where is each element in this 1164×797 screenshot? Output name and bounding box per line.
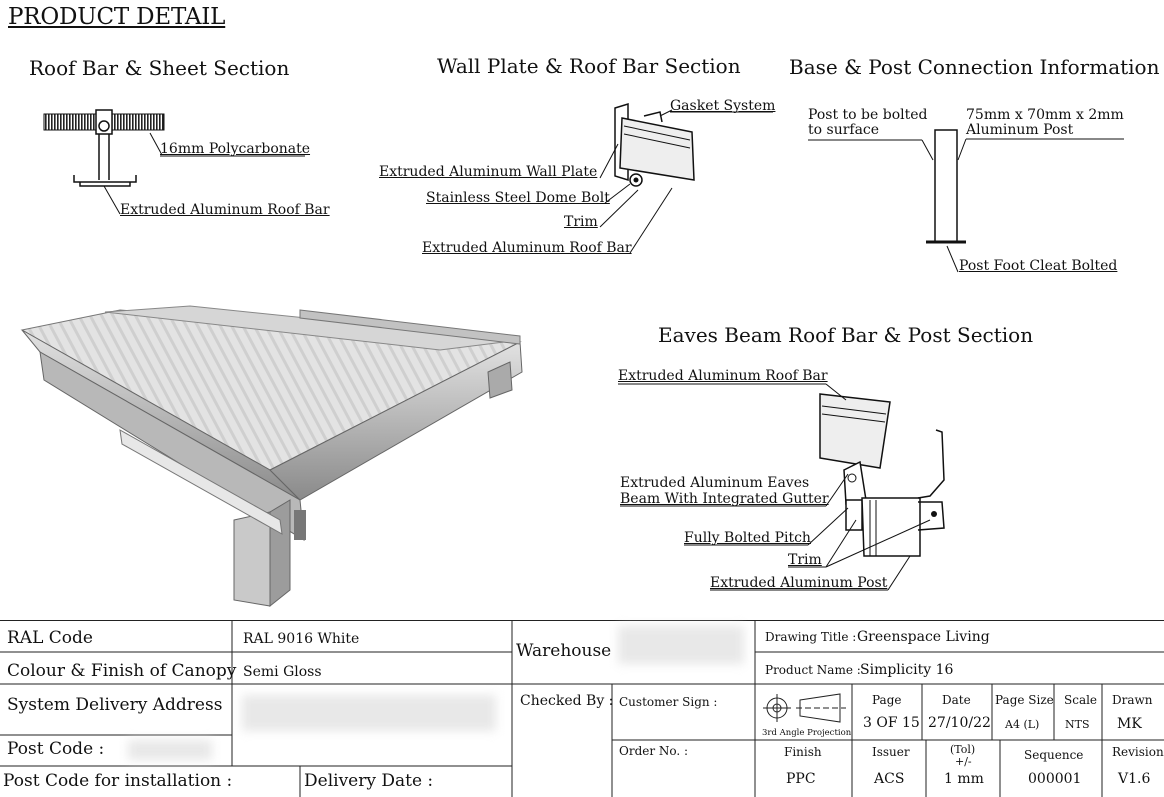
label-to-surface: to surface (808, 122, 880, 138)
label-eaves-trim: Trim (788, 552, 822, 568)
tol-value: 1 mm (944, 771, 984, 787)
title-block-grid (0, 620, 1164, 797)
label-wall-plate: Extruded Aluminum Wall Plate (379, 164, 598, 180)
product-name-value: Simplicity 16 (860, 662, 954, 678)
page-title: PRODUCT DETAIL (8, 4, 226, 30)
revision-value: V1.6 (1118, 771, 1151, 787)
label-eaves-post: Extruded Aluminum Post (710, 575, 888, 591)
warehouse-redacted (618, 626, 744, 664)
date-label: Date (942, 693, 971, 707)
label-roof-bar: Extruded Aluminum Roof Bar (120, 202, 330, 218)
drawing-title-value: Greenspace Living (857, 629, 990, 645)
label-polycarbonate: 16mm Polycarbonate (160, 141, 311, 157)
scale-value: NTS (1065, 718, 1090, 731)
roof-bar-sheet-drawing (43, 109, 305, 215)
wall-plate-heading: Wall Plate & Roof Bar Section (437, 54, 741, 78)
tol-plus-minus-label: +/- (955, 755, 972, 768)
title-block: RAL Code RAL 9016 White Colour & Finish … (0, 620, 1164, 797)
delivery-date-label: Delivery Date : (304, 771, 434, 791)
base-post-drawing (808, 129, 1124, 273)
technical-drawings (20, 102, 1124, 608)
page-size-label: Page Size (995, 693, 1054, 707)
issuer-label: Issuer (872, 745, 910, 759)
postcode-install-label: Post Code for installation : (3, 771, 233, 791)
tol-label: (Tol) (950, 743, 976, 756)
base-post-heading: Base & Post Connection Information (789, 55, 1160, 79)
finish-label: Finish (784, 745, 822, 759)
date-value: 27/10/22 (928, 715, 991, 731)
label-post-bolted: Post to be bolted (808, 107, 928, 123)
sequence-value: 000001 (1028, 771, 1082, 787)
label-dome-bolt: Stainless Steel Dome Bolt (426, 190, 610, 206)
issuer-value: ACS (874, 771, 905, 787)
colour-value: Semi Gloss (243, 664, 322, 680)
drawn-value: MK (1117, 716, 1142, 732)
page-size-value: A4 (L) (1005, 718, 1040, 731)
order-no-label: Order No. : (619, 744, 689, 758)
page-value: 3 OF 15 (863, 715, 920, 731)
address-redacted (242, 695, 496, 731)
label-aluminum-post: Aluminum Post (966, 122, 1074, 138)
drawn-label: Drawn (1112, 693, 1153, 707)
warehouse-label: Warehouse (516, 641, 612, 661)
sequence-label: Sequence (1024, 748, 1084, 762)
drawing-title-label: Drawing Title : (765, 630, 857, 644)
finish-value: PPC (786, 771, 816, 787)
postcode-label: Post Code : (7, 739, 105, 759)
revision-label: Revision (1112, 745, 1164, 759)
eaves-drawing (618, 383, 945, 591)
label-eaves-beam-1: Extruded Aluminum Eaves (620, 475, 810, 491)
label-post-size: 75mm x 70mm x 2mm (966, 107, 1124, 123)
page-label: Page (872, 693, 902, 707)
label-gasket-system: Gasket System (670, 98, 776, 114)
scale-label: Scale (1064, 693, 1098, 707)
postcode-redacted (128, 740, 212, 760)
product-name-label: Product Name : (765, 663, 861, 677)
label-eaves-roof-bar: Extruded Aluminum Roof Bar (618, 368, 828, 384)
colour-label: Colour & Finish of Canopy (7, 661, 237, 681)
label-trim: Trim (564, 214, 598, 230)
ral-code-value: RAL 9016 White (243, 631, 360, 647)
canopy-render (20, 305, 523, 608)
eaves-heading: Eaves Beam Roof Bar & Post Section (658, 323, 1034, 347)
label-wall-roof-bar: Extruded Aluminum Roof Bar (422, 240, 632, 256)
label-fully-bolted-pitch: Fully Bolted Pitch (684, 530, 811, 546)
ral-code-label: RAL Code (7, 628, 93, 648)
wall-plate-drawing (599, 102, 773, 254)
address-label: System Delivery Address (7, 695, 223, 715)
projection-symbol (763, 693, 846, 723)
label-eaves-beam-2: Beam With Integrated Gutter (620, 491, 829, 507)
checked-by-label: Checked By : (520, 693, 614, 709)
projection-label: 3rd Angle Projection (762, 728, 852, 738)
customer-sign-label: Customer Sign : (619, 695, 718, 709)
label-post-foot-cleat: Post Foot Cleat Bolted (959, 258, 1118, 274)
roof-bar-sheet-heading: Roof Bar & Sheet Section (29, 56, 290, 80)
